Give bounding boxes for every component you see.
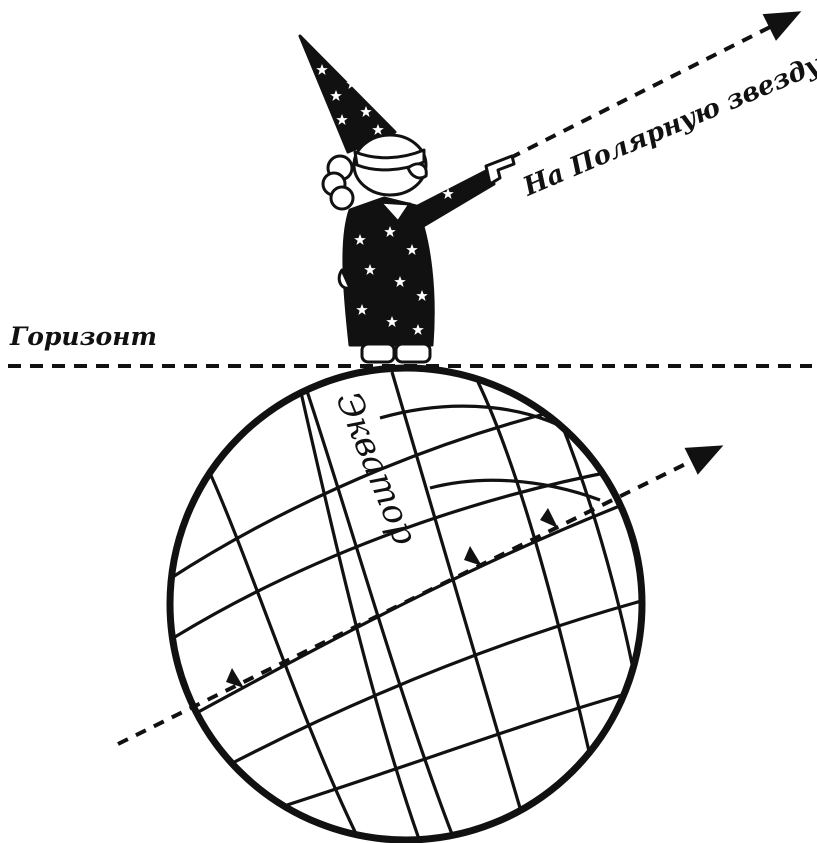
wizard-figure-icon [300, 36, 514, 362]
polaris-label: На Полярную звезду [518, 49, 817, 203]
globe [168, 368, 645, 842]
horizon-label: Горизонт [9, 322, 157, 351]
